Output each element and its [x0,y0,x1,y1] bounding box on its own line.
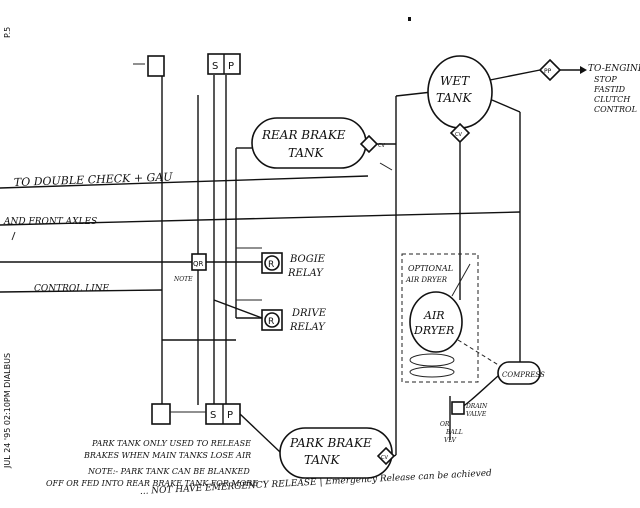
park-cv-label: CV [381,455,388,461]
dryer-cartridge [409,353,455,367]
optional-dryer-label-1: OPTIONAL [408,264,453,273]
air-dryer: AIR DRYER [409,291,463,353]
pressure-protection-valve: PP [538,58,562,82]
drain-valve: DRAIN VALVE OR BALL VLV [440,396,488,444]
bottom-switch-s: S [210,410,216,421]
wet-tank: WET TANK [427,55,493,129]
bottom-switch-box: S P [205,403,241,425]
fax-page-number: P.5 [3,27,12,38]
note-park-tank-1: PARK TANK ONLY USED TO RELEASE [91,439,251,448]
top-switch-p: P [228,61,234,72]
park-brake-tank-label-1: PARK BRAKE [289,436,372,450]
drain-valve-label-5: VLV [444,437,457,444]
rear-tank-check-valve: CV [359,134,385,154]
compressor-label: COMPRESS [502,371,545,379]
quick-release-valve: QR [191,253,207,271]
label-front-axles: AND FRONT AXLES [3,217,97,227]
to-engine-line-4: CLUTCH [594,95,631,104]
horizontal-air-lines [0,175,521,293]
rear-cv-label: CV [378,143,385,149]
wet-tank-label-1: WET [440,74,470,88]
to-engine-line-3: FASTID [593,85,626,94]
optional-dryer-label-2: AIR DRYER [405,276,448,284]
drive-relay-label-2: RELAY [289,322,326,333]
drain-valve-label-4: BALL [445,429,463,436]
label-control-line: CONTROL LINE [34,284,110,294]
vertical-air-lines [133,63,227,405]
to-engine-line-2: STOP [594,75,617,84]
wet-cv-label: CV [455,132,462,138]
qr-label: QR [193,260,204,268]
optional-air-dryer-box: OPTIONAL AIR DRYER [401,253,479,383]
park-brake-tank-label-2: TANK [304,453,341,467]
to-engine-line-1: TO-ENGINE [588,64,640,74]
note-line-2: OFF OR FED INTO REAR BRAKE TANK FOR MORE [46,479,258,488]
bottom-switch-p: P [227,410,233,421]
bottom-left-valve-box [151,403,171,425]
label-double-check: TO DOUBLE CHECK + GAU [14,170,174,189]
bogie-relay-label-1: BOGIE [289,254,326,265]
drain-valve-label-3: OR [440,421,450,428]
note-line-1: NOTE:- PARK TANK CAN BE BLANKED [87,467,250,476]
handwritten-notes: PARK TANK ONLY USED TO RELEASE BRAKES WH… [46,439,492,497]
air-dryer-label-2: DRYER [413,324,454,337]
dryer-base [409,366,455,378]
qr-note: NOTE [173,276,193,283]
drive-relay-symbol: R [268,317,274,327]
bogie-relay-label-2: RELAY [287,268,324,279]
note-park-tank-2: BRAKES WHEN MAIN TANKS LOSE AIR [83,451,251,460]
top-left-valve-box [147,55,165,77]
pp-label: PP [544,68,552,75]
park-tank-check-valve: CV [376,446,396,466]
rear-brake-tank: REAR BRAKE TANK [251,117,367,169]
park-brake-tank: PARK BRAKE TANK [279,427,393,479]
drive-relay-label-1: DRIVE [291,308,327,319]
air-dryer-label-1: AIR [423,309,445,322]
fax-timestamp: JUL 24 '95 02:10PM DIALBUS [3,353,12,469]
wet-tank-label-2: TANK [436,91,473,105]
bogie-relay-symbol: R [268,260,274,270]
rear-brake-tank-label-1: REAR BRAKE [261,128,346,142]
drain-valve-label-2: VALVE [466,411,487,418]
bogie-relay: R BOGIE RELAY [261,252,326,279]
drive-relay: R DRIVE RELAY [261,308,327,333]
top-switch-box: S P [207,53,241,75]
drain-valve-label-1: DRAIN [465,403,488,410]
rear-brake-tank-label-2: TANK [288,146,325,160]
top-switch-s: S [212,61,218,72]
fax-speck [408,17,411,21]
to-engine-controls-label: TO-ENGINE STOP FASTID CLUTCH CONTROL [588,64,640,114]
compressor: COMPRESS [497,361,545,385]
to-engine-line-5: CONTROL [594,105,637,114]
